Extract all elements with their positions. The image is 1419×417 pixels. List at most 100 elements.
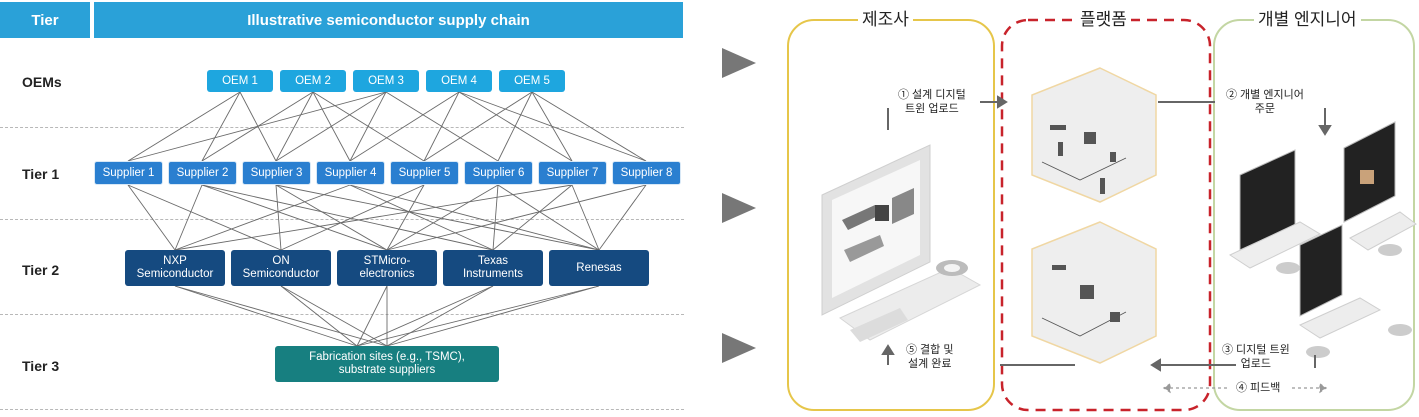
tier2-line2: Semiconductor bbox=[136, 268, 214, 280]
platform-title: 플랫폼 bbox=[1076, 10, 1131, 30]
tier-divider bbox=[0, 219, 684, 220]
supply-link bbox=[349, 184, 600, 251]
manufacturer-workstation bbox=[821, 144, 982, 342]
supply-link bbox=[571, 184, 600, 251]
oem-box: OEM 4 bbox=[426, 70, 492, 92]
step3-line2: 업로드 bbox=[1240, 358, 1272, 370]
tier-label-2: Tier 2 bbox=[22, 262, 60, 278]
title-header-label: Illustrative semiconductor supply chain bbox=[247, 11, 530, 29]
oem-box: OEM 3 bbox=[353, 70, 419, 92]
supply-link bbox=[386, 184, 425, 251]
supply-link bbox=[386, 285, 600, 347]
supply-link bbox=[280, 184, 425, 251]
supply-link bbox=[386, 184, 647, 251]
platform-diagram bbox=[787, 18, 1417, 412]
supply-link bbox=[423, 91, 533, 162]
tier2-line2: Instruments bbox=[462, 268, 524, 280]
supply-link bbox=[492, 184, 499, 251]
tier-label-1: Tier 1 bbox=[22, 166, 60, 182]
supply-link bbox=[174, 285, 388, 347]
tier2-line1: Texas bbox=[477, 255, 509, 267]
supply-link bbox=[275, 184, 600, 251]
tier2-line1: Renesas bbox=[576, 261, 622, 274]
tier-label-oems: OEMs bbox=[22, 74, 62, 90]
supply-link bbox=[275, 184, 282, 251]
supply-link bbox=[127, 91, 241, 162]
supplier-box: Supplier 3 bbox=[242, 161, 311, 185]
supply-link bbox=[531, 91, 647, 162]
tier2-box: Renesas bbox=[549, 250, 649, 286]
supply-link bbox=[280, 285, 388, 347]
supply-link bbox=[349, 91, 387, 162]
supplier-box: Supplier 7 bbox=[538, 161, 607, 185]
step2-line1: ② 개별 엔지니어 bbox=[1226, 89, 1304, 101]
supply-link bbox=[174, 184, 203, 251]
supply-link bbox=[127, 184, 176, 251]
step1-line1: ① 설계 디지털 bbox=[898, 89, 966, 101]
oem-box: OEM 1 bbox=[207, 70, 273, 92]
oem-box: OEM 5 bbox=[499, 70, 565, 92]
supply-link bbox=[127, 91, 387, 162]
supply-link bbox=[356, 285, 388, 347]
engineer-title: 개별 엔지니어 bbox=[1254, 10, 1361, 30]
supply-link bbox=[349, 91, 460, 162]
tier2-line1: ON bbox=[272, 255, 290, 267]
supply-link bbox=[127, 184, 282, 251]
tier-label-3: Tier 3 bbox=[22, 358, 60, 374]
tier3-box: Fabrication sites (e.g., TSMC),substrate… bbox=[275, 346, 499, 382]
supply-link bbox=[201, 91, 241, 162]
tier-divider bbox=[0, 409, 684, 410]
tier2-line2: Semiconductor bbox=[242, 268, 320, 280]
platform-parts bbox=[1050, 125, 1120, 322]
supply-link bbox=[275, 184, 388, 251]
step3-line1: ③ 디지털 트윈 bbox=[1222, 344, 1290, 356]
tier3-line2: substrate suppliers bbox=[338, 364, 436, 376]
supply-link bbox=[201, 184, 494, 251]
play-arrow-icon bbox=[722, 48, 756, 78]
manufacturer-title: 제조사 bbox=[858, 10, 913, 30]
tier2-line1: NXP bbox=[163, 255, 187, 267]
supply-link bbox=[201, 184, 388, 251]
tier-header: Tier bbox=[0, 2, 90, 38]
supplier-box: Supplier 5 bbox=[390, 161, 459, 185]
play-arrow-icon bbox=[722, 333, 756, 363]
supply-link bbox=[174, 184, 351, 251]
supply-link bbox=[386, 184, 499, 251]
tier2-line1: STMicro- bbox=[363, 255, 411, 267]
title-header: Illustrative semiconductor supply chain bbox=[94, 2, 683, 38]
supply-link bbox=[280, 285, 358, 347]
step5-line1: ⑤ 결합 및 bbox=[906, 344, 954, 356]
supply-link bbox=[386, 285, 494, 347]
supply-link bbox=[423, 91, 460, 162]
supply-link bbox=[275, 91, 387, 162]
supply-links bbox=[127, 91, 647, 347]
supply-link bbox=[356, 285, 494, 347]
supply-link bbox=[492, 184, 573, 251]
supply-link bbox=[349, 184, 494, 251]
supplier-box: Supplier 2 bbox=[168, 161, 237, 185]
oem-box: OEM 2 bbox=[280, 70, 346, 92]
supply-link bbox=[598, 184, 647, 251]
step5-line2: 설계 완료 bbox=[907, 358, 952, 370]
tier-divider bbox=[0, 314, 684, 315]
engineer-workstations bbox=[1228, 121, 1417, 358]
supplier-box: Supplier 6 bbox=[464, 161, 533, 185]
tier2-line2: electronics bbox=[359, 268, 415, 280]
supplier-box: Supplier 4 bbox=[316, 161, 385, 185]
supplier-box: Supplier 1 bbox=[94, 161, 163, 185]
supply-link bbox=[275, 91, 314, 162]
step4-label: ④ 피드백 bbox=[1236, 382, 1281, 394]
step1-line2: 트윈 업로드 bbox=[905, 103, 959, 115]
supply-link bbox=[174, 285, 358, 347]
supplier-box: Supplier 8 bbox=[612, 161, 681, 185]
tier3-line1: Fabrication sites (e.g., TSMC), bbox=[309, 351, 465, 363]
tier-divider bbox=[0, 127, 684, 128]
supply-link bbox=[356, 285, 600, 347]
